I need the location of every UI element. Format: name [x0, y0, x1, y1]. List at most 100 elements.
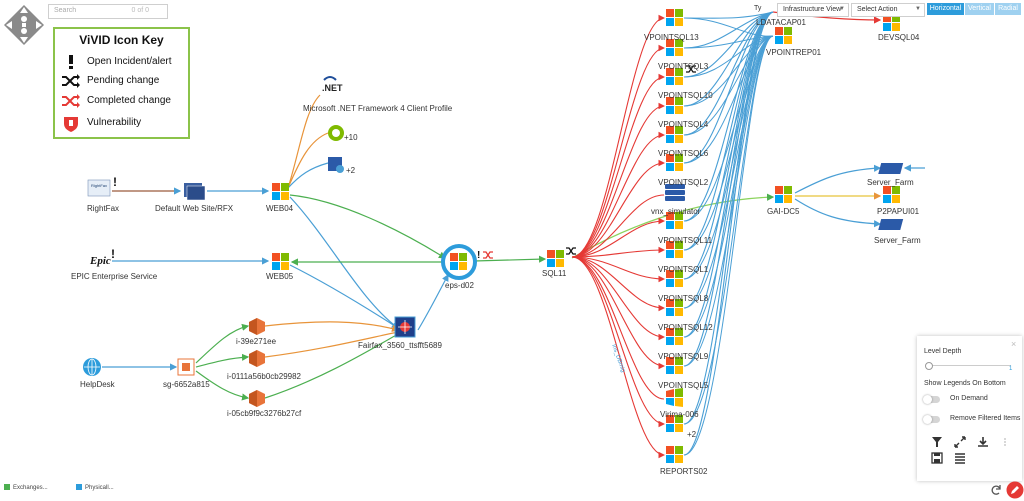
instance-node-2[interactable] — [249, 350, 265, 367]
sql11-link-red — [571, 14, 666, 258]
legend-physical[interactable]: Physicall... — [76, 484, 114, 491]
on-demand-toggle[interactable] — [923, 395, 940, 404]
remove-filtered-toggle[interactable] — [923, 415, 940, 424]
shuffle-black-icon — [62, 74, 80, 88]
upstream-link-blue — [683, 11, 774, 367]
i2-label: i-0111a56b0cb29982 — [227, 372, 301, 381]
edit-icon[interactable] — [1006, 481, 1024, 499]
epic-node[interactable]: Epic — [89, 255, 111, 267]
search-input[interactable]: Search 0 of 0 — [48, 4, 168, 19]
upstream-link-blue — [683, 35, 774, 456]
level-depth-label: Level Depth — [924, 348, 962, 355]
incident-alert-icon: ! — [111, 247, 115, 261]
save-icon[interactable] — [931, 452, 943, 464]
upstream-link-blue — [683, 35, 774, 78]
view-select[interactable]: Infrastructure View▼ — [777, 3, 849, 17]
instance-node-1[interactable] — [249, 318, 265, 335]
pending-change-icon — [566, 247, 576, 255]
vnx-label: vnx_simulator — [651, 207, 701, 216]
vpointrep-node[interactable] — [775, 27, 792, 44]
settings-panel: × Level Depth 1 Show Legends On Bottom O… — [917, 336, 1022, 481]
search-placeholder: Search — [54, 7, 77, 14]
vpointsql12-label: VPOINTSQL12 — [658, 323, 713, 332]
upstream-link-blue — [683, 35, 774, 107]
helpdesk-node[interactable] — [83, 358, 101, 376]
dotnet-logo-text: .NET — [322, 83, 343, 93]
layout-radial-button[interactable]: Radial — [995, 3, 1021, 15]
action-select-value: Select Action — [857, 6, 898, 13]
virima-node[interactable] — [666, 388, 683, 407]
level-depth-slider-handle[interactable] — [925, 362, 933, 370]
view-select-value: Infrastructure View — [783, 6, 842, 13]
vpointsql3-label: VPOINTSQL3 — [658, 62, 709, 71]
sg-node[interactable] — [177, 358, 195, 376]
windows-server-node[interactable] — [666, 9, 683, 26]
dotnet-node[interactable]: .NET — [322, 76, 343, 93]
sql11-link-red — [571, 159, 666, 258]
download-icon[interactable] — [977, 436, 989, 448]
rightfax-node[interactable]: RightFax — [87, 179, 111, 197]
chevron-down-icon: ▼ — [839, 6, 845, 12]
sql11-node[interactable] — [547, 250, 564, 267]
upstream-link-blue — [683, 11, 774, 136]
server-farm-1-label: Server_Farm — [867, 178, 914, 187]
vpointsql6-label: VPOINTSQL6 — [658, 149, 709, 158]
fairfax-node[interactable] — [394, 316, 416, 338]
list-icon[interactable] — [954, 452, 966, 464]
gai-dc5-node[interactable] — [775, 186, 792, 203]
rightfax-logo-text: RightFax — [91, 183, 107, 188]
refresh-icon[interactable] — [990, 484, 1002, 496]
eps-label: eps-d02 — [445, 281, 474, 290]
upstream-link-blue — [683, 11, 774, 222]
show-legends-label: Show Legends On Bottom — [924, 380, 1006, 387]
layout-vertical-button[interactable]: Vertical — [965, 3, 994, 15]
shuffle-red-icon — [62, 94, 80, 108]
web04-node[interactable] — [272, 183, 289, 200]
plus10-group-node[interactable] — [328, 125, 344, 141]
upstream-link-blue — [683, 35, 774, 367]
epic-logo-text: Epic — [89, 255, 111, 267]
eps-d02-node[interactable] — [441, 244, 477, 280]
p2papui-node[interactable] — [883, 186, 900, 203]
default-web-site-label: Default Web Site/RFX — [155, 204, 234, 213]
level-depth-slider[interactable] — [929, 365, 1011, 366]
upstream-link-blue — [683, 35, 774, 136]
fairfax-label: Fairfax_3560_ttsfft5689 — [358, 341, 442, 350]
expand-icon[interactable] — [954, 436, 966, 448]
filter-icon[interactable] — [931, 436, 943, 448]
exclamation-icon — [69, 55, 73, 69]
windows-server-node[interactable] — [666, 446, 683, 463]
upstream-link-blue — [683, 11, 774, 456]
legend-exchanges[interactable]: Exchanges... — [4, 484, 48, 491]
vpointsql8-label: VPOINTSQL8 — [658, 294, 709, 303]
upstream-link-blue — [683, 11, 774, 78]
pan-navigator[interactable] — [3, 4, 45, 46]
key-label-completed: Completed change — [87, 95, 171, 106]
icon-key-panel: ViVID Icon Key Open Incident/alert Pendi… — [53, 27, 190, 139]
legend-exchanges-label: Exchanges... — [13, 485, 48, 491]
vpointsql10-label: VPOINTSQL10 — [658, 91, 713, 100]
i3-label: i-05cb9f9c3276b27cf — [227, 409, 302, 418]
helpdesk-label: HelpDesk — [80, 380, 115, 389]
edge-label: Ins_DBmig — [610, 344, 626, 374]
on-demand-label: On Demand — [950, 395, 988, 402]
action-select[interactable]: Select Action▼ — [851, 3, 925, 17]
web04-label: WEB04 — [266, 204, 294, 213]
instance-node-3[interactable] — [249, 390, 265, 407]
close-icon[interactable]: × — [1011, 339, 1017, 349]
web05-node[interactable] — [272, 253, 289, 270]
default-web-site-node[interactable] — [184, 183, 206, 201]
plus2-group-node[interactable] — [328, 157, 344, 173]
more-icon[interactable] — [999, 436, 1011, 448]
server-farm-node-1[interactable] — [878, 163, 904, 174]
datacap-label: LDATACAP01 — [756, 18, 806, 27]
sql11-link-red — [571, 256, 666, 312]
upstream-link-blue — [683, 35, 774, 425]
remove-filtered-label: Remove Filtered Items — [950, 415, 1021, 422]
server-farm-node-2[interactable] — [878, 219, 904, 230]
sql11-link-red — [571, 256, 666, 459]
vnx-node[interactable] — [665, 184, 685, 201]
layout-horizontal-button[interactable]: Horizontal — [927, 3, 964, 15]
incident-alert-icon: ! — [477, 250, 480, 261]
